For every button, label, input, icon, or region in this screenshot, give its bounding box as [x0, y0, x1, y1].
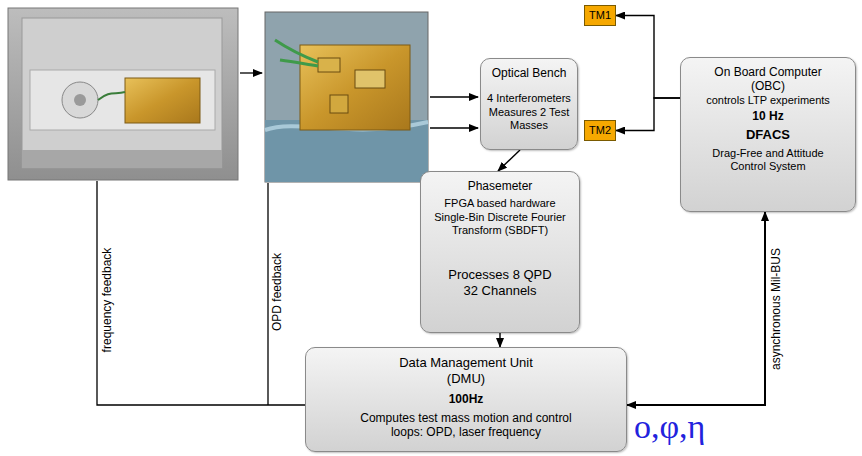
photo-frame — [265, 12, 428, 182]
connector-arrow — [498, 150, 520, 171]
box-text: controls LTP experiments — [706, 94, 830, 107]
bench-photo — [265, 12, 428, 182]
signal-label: frequency feedback — [101, 248, 114, 353]
connector-arrow — [627, 212, 765, 405]
fiber-spool — [62, 82, 98, 118]
box-text: FPGA based hardware Single-Bin Discrete … — [427, 197, 573, 237]
laser-photo — [8, 8, 238, 180]
box-text: DFACS — [746, 127, 790, 143]
opd-feedback-wire — [267, 183, 268, 405]
box-title: Data Management Unit (DMU) — [386, 355, 546, 386]
box-text: 100Hz — [449, 392, 484, 406]
spool-hub — [74, 94, 86, 106]
component — [355, 70, 385, 88]
fibers — [275, 40, 318, 66]
beam-arrow — [430, 127, 478, 128]
component — [318, 58, 340, 72]
photo-frame — [8, 8, 238, 180]
box-text: Drag-Free and Attitude Control System — [703, 147, 833, 173]
test-mass-box: TM1 — [584, 5, 616, 26]
process-box: On Board Computer (OBC)controls LTP expe… — [680, 57, 856, 212]
connector-arrow — [616, 16, 680, 99]
process-box: PhasemeterFPGA based hardware Single-Bin… — [420, 171, 580, 333]
cabinet — [22, 18, 222, 168]
beam-arrow — [430, 96, 478, 97]
component — [330, 95, 348, 113]
cabinet-floor — [22, 150, 222, 168]
process-box: Data Management Unit (DMU) 100HzComputes … — [305, 347, 627, 452]
connector-arrow — [616, 98, 680, 131]
process-box: Optical Bench 4 Interferometers Measures … — [480, 58, 578, 150]
connector-arrow — [499, 333, 500, 347]
laser-head — [125, 78, 200, 123]
box-text: Computes test mass motion and control lo… — [354, 411, 579, 440]
bench — [300, 45, 410, 130]
test-mass-box: TM2 — [584, 120, 616, 141]
box-text: 10 Hz — [752, 109, 783, 123]
base-plate — [30, 70, 215, 130]
box-title: Phasemeter — [468, 179, 533, 193]
bus-label: asynchronous Mil-BUS — [770, 247, 783, 369]
box-title: TM1 — [589, 9, 611, 22]
box-title: TM2 — [589, 124, 611, 137]
fiber — [98, 92, 125, 100]
signal-label: OPD feedback — [271, 253, 284, 331]
box-text: 4 Interferometers Measures 2 Test Masses — [487, 92, 571, 132]
box-title: On Board Computer (OBC) — [706, 65, 831, 94]
signal-symbols: o,φ,η — [634, 410, 705, 444]
beam-arrow — [240, 72, 262, 73]
frequency-feedback-wire — [97, 181, 305, 405]
box-text: Processes 8 QPD 32 Channels — [443, 267, 558, 298]
box-title: Optical Bench — [492, 66, 567, 80]
